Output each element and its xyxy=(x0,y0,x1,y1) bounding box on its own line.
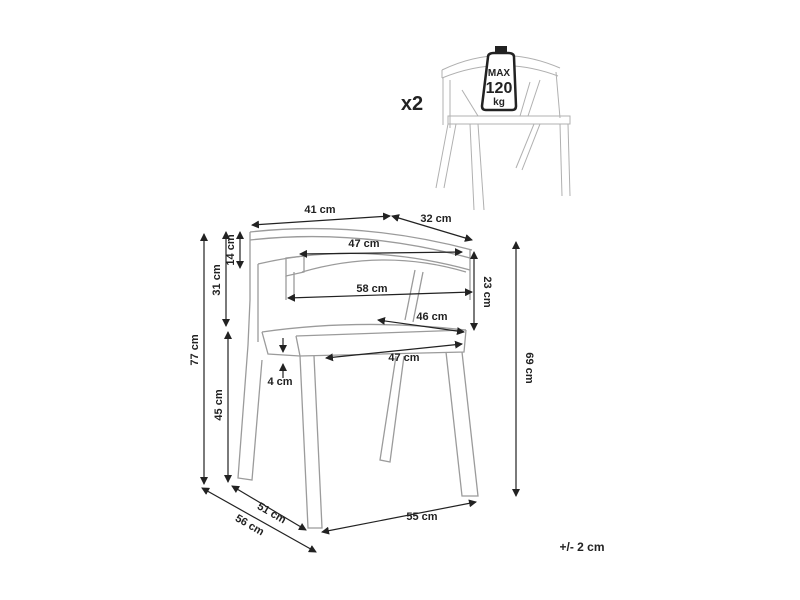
dim-backrest-depth: 32 cm xyxy=(420,213,451,225)
dim-backrest-height: 14 cm xyxy=(225,234,237,265)
dim-backrest-top-width: 41 cm xyxy=(304,204,335,216)
dim-seat-height: 45 cm xyxy=(213,389,225,420)
tolerance-label: +/- 2 cm xyxy=(559,540,604,554)
dim-arm-height-above-seat: 31 cm xyxy=(211,264,223,295)
dim-total-height: 77 cm xyxy=(189,334,201,365)
dim-seat-thickness: 4 cm xyxy=(267,376,292,388)
dim-seat-depth: 46 cm xyxy=(416,311,447,323)
dim-depth-seat: 51 cm xyxy=(255,500,288,526)
dim-arm-height: 69 cm xyxy=(523,352,535,383)
dim-arm-to-seat: 23 cm xyxy=(481,276,493,307)
max-weight-icon xyxy=(480,46,518,112)
weight-badge-unit: kg xyxy=(493,97,505,108)
dim-depth-total: 56 cm xyxy=(233,512,266,538)
preview-chair-drawing xyxy=(435,55,571,211)
dimension-lines xyxy=(200,212,520,553)
dim-arm-width: 58 cm xyxy=(356,283,387,295)
quantity-label: x2 xyxy=(401,93,423,115)
weight-badge-top: MAX xyxy=(488,68,511,79)
weight-badge-value: 120 xyxy=(486,80,513,97)
dim-width-total: 55 cm xyxy=(406,511,437,523)
dim-seat-width: 47 cm xyxy=(388,352,419,364)
dim-backrest-inner-width: 47 cm xyxy=(348,238,379,250)
